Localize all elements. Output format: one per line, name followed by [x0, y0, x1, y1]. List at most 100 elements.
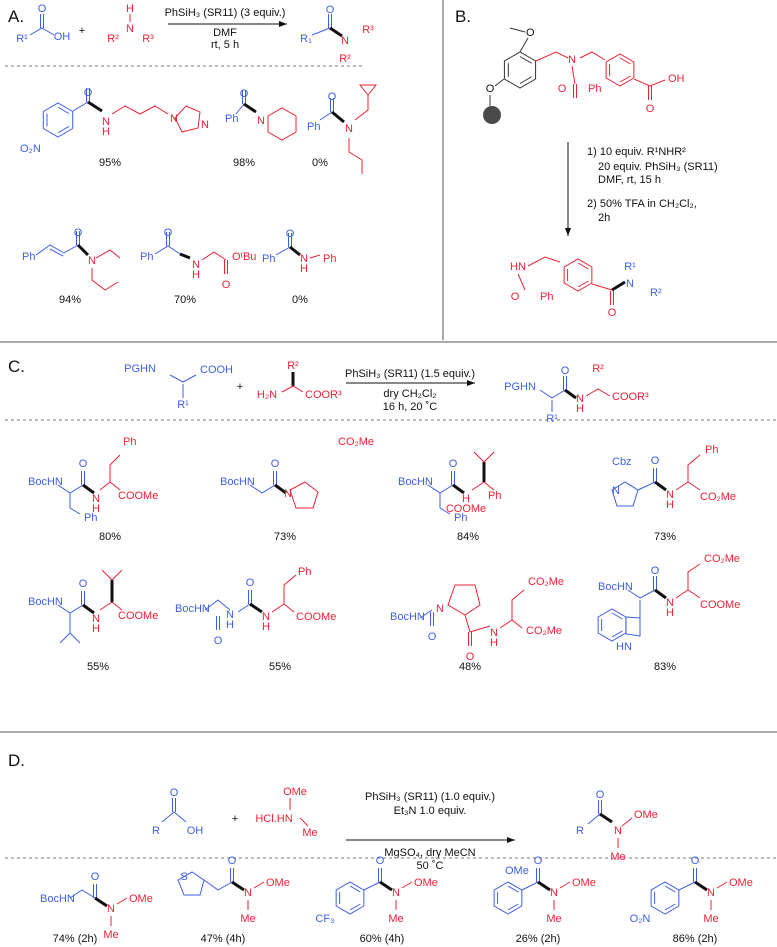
wedge-bond	[87, 100, 103, 113]
atom-label: R	[152, 825, 160, 837]
ring-double-bond	[507, 885, 519, 893]
atom-label: OMe	[729, 877, 753, 889]
atom-label: H	[102, 126, 110, 138]
yield-c1: 80%	[99, 531, 121, 543]
ring-double-bond	[577, 262, 589, 270]
yield-d1: 74% (2h)	[53, 933, 98, 945]
bond	[201, 251, 227, 261]
atom-label: Ph	[705, 444, 718, 456]
atom-label: O	[214, 635, 223, 647]
atom-label: Cbz	[612, 456, 632, 468]
wedge-bond	[329, 26, 343, 38]
atom-label: OMe	[572, 877, 596, 889]
bond	[527, 256, 561, 267]
bond	[559, 881, 571, 889]
ring-double-bond	[519, 56, 532, 64]
bond	[59, 613, 71, 644]
bond	[633, 78, 666, 87]
bond	[591, 283, 613, 291]
yield-c8: 83%	[654, 661, 676, 673]
wedge-bond	[654, 480, 667, 492]
atom-label: OMe	[283, 786, 307, 798]
yield-a1: 95%	[99, 157, 121, 169]
atom-label: O	[84, 87, 93, 99]
bond	[99, 481, 121, 491]
atom-label: BocHN	[390, 611, 425, 623]
atom-label: N	[107, 903, 115, 915]
atom-label: N	[92, 613, 100, 625]
bond	[494, 78, 505, 87]
condition-time: rt, 5 h	[211, 39, 239, 51]
atom-label: Ph	[123, 436, 136, 448]
bond	[571, 65, 576, 85]
bond	[35, 244, 65, 256]
benzene-ring	[605, 53, 635, 87]
atom-label: CF₃	[315, 913, 334, 925]
yield-c5: 55%	[87, 661, 109, 673]
atom-label: BocHN	[220, 476, 255, 488]
atom-label: BocHN	[398, 476, 433, 488]
bond	[521, 881, 539, 891]
atom-label: N	[300, 253, 308, 265]
atom-label: COOMe	[296, 611, 336, 623]
bond	[319, 111, 333, 121]
atom-label: O	[326, 4, 335, 16]
condition-solvent: DMF	[213, 27, 237, 39]
pyrrolidine-ring	[447, 584, 481, 616]
atom-label: O	[170, 787, 179, 799]
atom-label: R¹	[546, 413, 558, 425]
product-bond	[311, 27, 331, 36]
atom-label: PGHN	[504, 381, 536, 393]
atom-label: H	[462, 493, 470, 505]
bond	[363, 881, 381, 891]
resin-bead	[483, 106, 501, 124]
atom-label: Ph	[298, 566, 311, 578]
wedge-bond	[243, 102, 257, 114]
atom-label: H₂N	[257, 389, 277, 401]
atom-label: N	[550, 887, 558, 899]
cyclopropane-ring	[358, 84, 378, 96]
atom-label: Ph	[307, 121, 320, 133]
arrow-head	[507, 837, 515, 843]
atom-label: COOMe	[700, 599, 740, 611]
atom-label: Me	[240, 913, 255, 925]
atom-label: Me	[388, 913, 403, 925]
ring-double-bond	[349, 885, 361, 893]
bond	[419, 609, 433, 619]
bond	[203, 879, 233, 891]
atom-label: O	[558, 83, 567, 95]
atom-label: Ph	[323, 253, 336, 265]
atom-label: O	[561, 365, 570, 377]
condition-reagent: PhSiH₃ (SR11) (1.5 equiv.)	[345, 368, 475, 380]
yield-c4: 73%	[654, 531, 676, 543]
bond	[539, 389, 566, 399]
atom-label: OᵗBu	[232, 251, 256, 263]
atom-label: OMe	[634, 809, 658, 821]
bond	[687, 454, 701, 482]
bond	[154, 245, 181, 255]
atom-label: BocHN	[598, 581, 633, 593]
wedge-bond	[82, 603, 95, 615]
ring-double-bond	[619, 75, 631, 83]
wedge-bond	[694, 880, 708, 892]
atom-label: BocHN	[40, 893, 75, 905]
step-2-time: 2h	[598, 212, 610, 224]
bond	[299, 817, 309, 827]
atom-label: OMe	[505, 865, 529, 877]
propyl-chain	[348, 138, 363, 174]
bond	[63, 244, 79, 254]
wedge-bond	[289, 245, 301, 257]
condition-base: Et₃N 1.0 equiv.	[394, 805, 467, 817]
atom-label: O	[222, 279, 231, 291]
atom-label: H	[490, 637, 498, 649]
benzene-ring	[493, 881, 523, 915]
atom-label: O	[596, 789, 605, 801]
atom-label: OMe	[266, 877, 290, 889]
indole-pyrrole-ring	[625, 616, 641, 637]
wedge-bond	[599, 812, 613, 824]
atom-label: Me	[302, 827, 317, 839]
benzene-ring	[335, 881, 365, 915]
ring-double-bond	[519, 76, 532, 84]
bond	[72, 101, 89, 112]
